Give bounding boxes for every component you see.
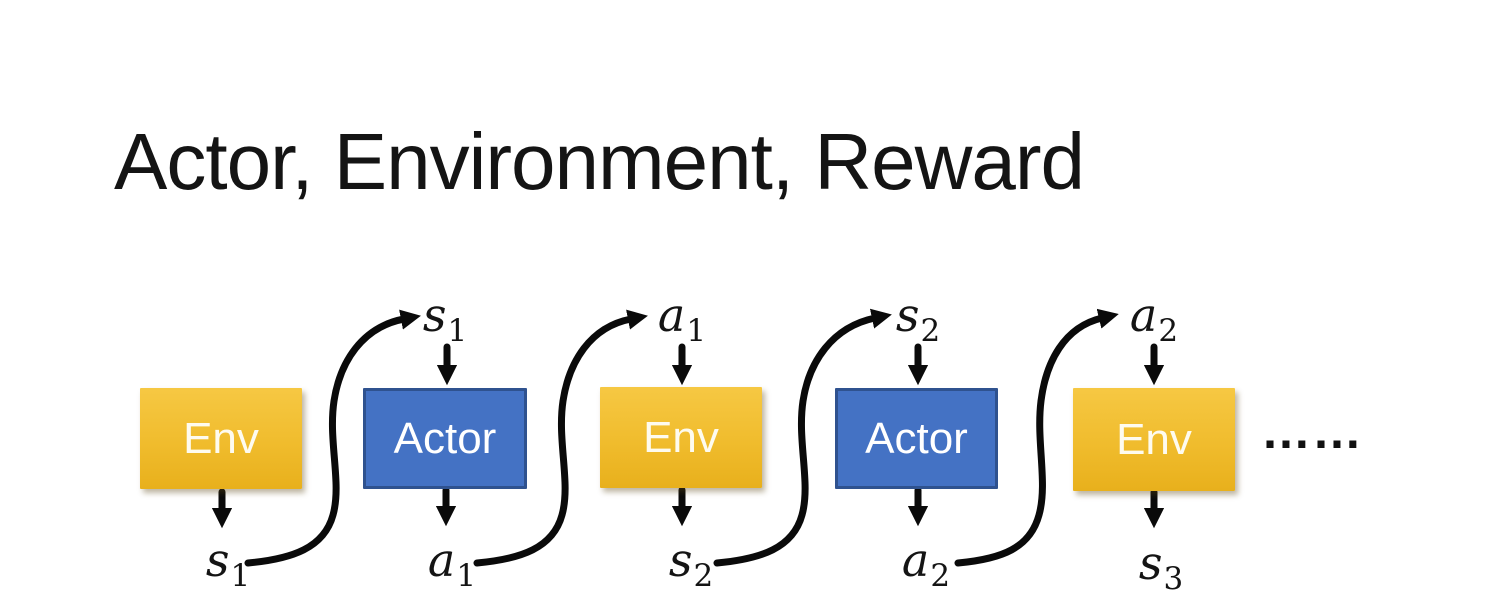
curve-arrow-a2-to-env3 [954,308,1119,567]
bottom-label-s2: s2 [668,533,714,594]
top-label-a1: a1 [657,288,707,349]
top-label-s1: s1 [422,288,468,349]
continuation-ellipsis: …… [1261,403,1363,459]
env-box-3-label: Env [1116,414,1192,464]
bottom-label-s1: s1 [205,533,251,594]
bottom-label-a2: a2 [901,533,951,594]
top-label-s2: s2 [895,288,941,349]
actor-box-1-label: Actor [393,413,497,463]
env-box-1-label: Env [183,413,259,463]
top-label-a2: a2 [1129,288,1179,349]
env-box-1: Env [140,388,302,489]
curve-arrow-s1-to-actor1 [244,309,421,567]
actor-box-2-label: Actor [865,413,968,463]
slide-title: Actor, Environment, Reward [114,117,1085,206]
env-box-2: Env [600,387,762,488]
actor-box-2: Actor [835,388,998,489]
env-box-2-label: Env [643,412,719,462]
curve-arrow-a1-to-env2 [473,309,648,567]
bottom-label-a1: a1 [427,533,477,594]
bottom-label-s3: s3 [1138,536,1184,597]
curve-arrow-s2-to-actor2 [713,308,892,567]
actor-box-1: Actor [363,388,527,489]
env-box-3: Env [1073,388,1235,491]
